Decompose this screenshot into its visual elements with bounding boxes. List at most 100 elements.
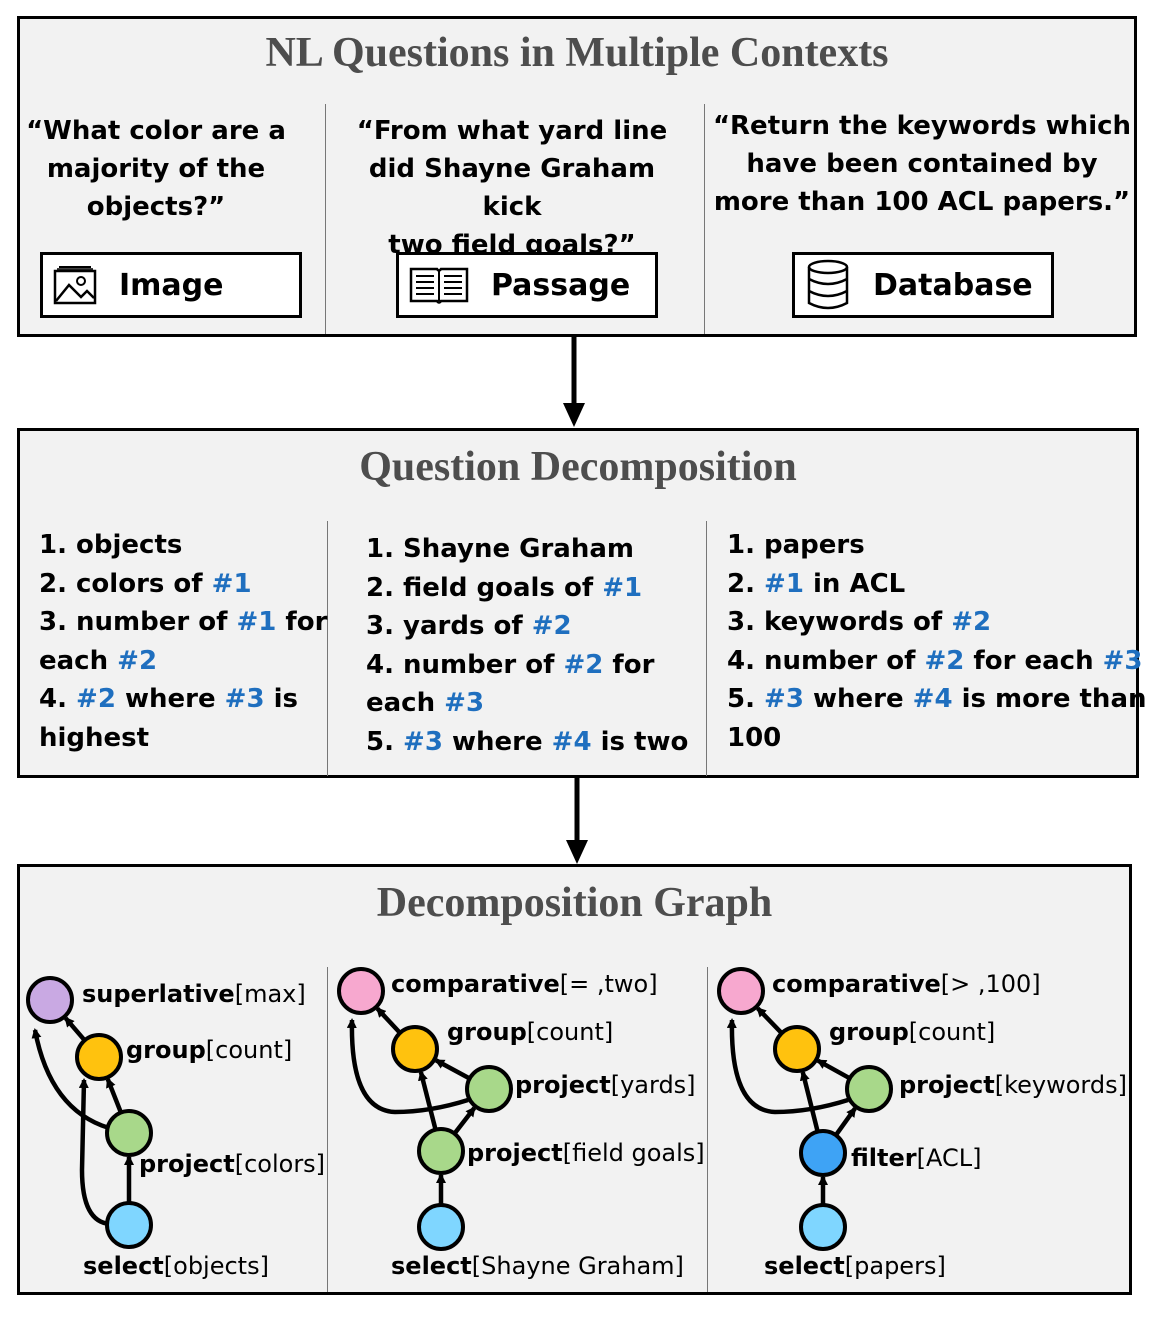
decomposition-step-line: 3. number of #1 for bbox=[39, 603, 327, 642]
node-argument: [= ,two] bbox=[560, 970, 658, 998]
decomposition-steps-passage: 1. Shayne Graham 2. field goals of #1 3. y… bbox=[366, 530, 688, 761]
graph-node-superlative bbox=[26, 976, 74, 1024]
graph-node-group bbox=[773, 1025, 821, 1073]
node-operator: project bbox=[139, 1150, 235, 1178]
node-operator: comparative bbox=[772, 970, 941, 998]
step-reference: #2 bbox=[951, 607, 992, 637]
step-reference: #1 bbox=[211, 568, 252, 599]
step-text: 2. colors of bbox=[39, 568, 212, 599]
step-text: each bbox=[366, 688, 445, 718]
graph-node-label: project[colors] bbox=[139, 1150, 325, 1178]
step-text: for bbox=[603, 649, 655, 680]
node-operator: select bbox=[764, 1252, 845, 1280]
step-reference: #4 bbox=[551, 726, 592, 757]
node-argument: [Shayne Graham] bbox=[472, 1252, 684, 1280]
node-operator: select bbox=[83, 1252, 164, 1280]
graph-node-label: group[count] bbox=[447, 1018, 613, 1046]
graph-node-project bbox=[465, 1065, 513, 1113]
context-passage: Passage bbox=[396, 252, 658, 318]
decomposition-step-line: 3. yards of #2 bbox=[366, 607, 688, 646]
step-reference: #3 bbox=[444, 688, 485, 718]
decomposition-step-line: each #2 bbox=[39, 642, 327, 681]
node-argument: [yards] bbox=[611, 1071, 696, 1099]
decomposition-step-line: 4. number of #2 for each #3 bbox=[727, 642, 1147, 681]
graph-node-label: comparative[> ,100] bbox=[772, 970, 1041, 998]
graph-edge bbox=[834, 1106, 857, 1137]
question-database: “Return the keywords which have been con… bbox=[712, 111, 1132, 217]
graph-node-comparative bbox=[717, 967, 765, 1015]
step-text: highest bbox=[39, 722, 150, 753]
graph-node-group bbox=[391, 1025, 439, 1073]
graph-edge bbox=[105, 1077, 124, 1114]
step-text: 100 bbox=[727, 722, 782, 753]
graph-node-label: superlative[max] bbox=[82, 980, 306, 1008]
node-operator: project bbox=[515, 1071, 611, 1099]
node-argument: [papers] bbox=[845, 1252, 946, 1280]
step-text: where bbox=[115, 684, 225, 714]
node-operator: project bbox=[899, 1071, 995, 1099]
step-text: 3. keywords of bbox=[727, 607, 952, 637]
node-argument: [ACL] bbox=[917, 1144, 982, 1172]
node-argument: [max] bbox=[235, 980, 306, 1008]
graph-node-group bbox=[75, 1033, 123, 1081]
step-text: is bbox=[264, 684, 298, 714]
graph-node-select bbox=[799, 1203, 847, 1251]
column-divider bbox=[327, 521, 328, 776]
graph-edge bbox=[452, 1106, 477, 1135]
context-label: Database bbox=[873, 267, 1033, 303]
step-reference: #2 bbox=[924, 645, 965, 676]
graph-node-project bbox=[845, 1065, 893, 1113]
decomposition-step-line: 3. keywords of #2 bbox=[727, 603, 1147, 642]
decomposition-step-line: each #3 bbox=[366, 684, 688, 723]
step-reference: #1 bbox=[602, 572, 643, 603]
decomposition-step-line: 4. #2 where #3 is bbox=[39, 680, 327, 719]
context-database: Database bbox=[792, 252, 1054, 318]
step-reference: #2 bbox=[531, 611, 572, 641]
step-text: for each bbox=[964, 645, 1103, 676]
flow-arrow bbox=[566, 776, 588, 864]
step-text: 3. number of bbox=[39, 607, 237, 637]
flow-arrow bbox=[563, 337, 585, 427]
context-image: Image bbox=[40, 252, 302, 318]
step-text: for bbox=[276, 607, 328, 637]
column-divider bbox=[327, 967, 328, 1292]
graph-node-label: comparative[= ,two] bbox=[391, 970, 658, 998]
node-argument: [colors] bbox=[235, 1150, 325, 1178]
graph-edge bbox=[418, 1070, 438, 1131]
graph-edge bbox=[816, 1058, 851, 1081]
graph-node-label: group[count] bbox=[126, 1036, 292, 1064]
step-text: 3. yards of bbox=[366, 611, 532, 641]
database-icon bbox=[807, 259, 849, 310]
step-reference: #3 bbox=[224, 684, 265, 714]
node-operator: group bbox=[126, 1036, 206, 1064]
question-image: “What color are a majority of the object… bbox=[26, 116, 286, 222]
node-operator: select bbox=[391, 1252, 472, 1280]
step-text: 1. Shayne Graham bbox=[366, 534, 634, 564]
graph-node-select bbox=[105, 1201, 153, 1249]
column-divider bbox=[706, 521, 707, 776]
step-text: is more than bbox=[952, 684, 1147, 714]
decomposition-step-line: 1. objects bbox=[39, 526, 327, 565]
step-text: 2. field goals of bbox=[366, 572, 603, 603]
node-argument: [count] bbox=[527, 1018, 613, 1046]
decomposition-step-line: 100 bbox=[727, 719, 1147, 758]
graph-edge bbox=[726, 1018, 849, 1115]
node-operator: filter bbox=[851, 1144, 917, 1172]
graph-node-label: select[objects] bbox=[83, 1252, 269, 1280]
step-text: where bbox=[442, 726, 552, 757]
node-operator: group bbox=[447, 1018, 527, 1046]
node-argument: [count] bbox=[206, 1036, 292, 1064]
node-argument: [count] bbox=[909, 1018, 995, 1046]
node-operator: group bbox=[829, 1018, 909, 1046]
node-argument: [> ,100] bbox=[941, 970, 1041, 998]
contexts-panel: NL Questions in Multiple Contexts “What … bbox=[17, 16, 1137, 337]
graph-node-project bbox=[105, 1109, 153, 1157]
graph-node-label: select[papers] bbox=[764, 1252, 946, 1280]
step-text: 5. bbox=[727, 684, 765, 714]
step-reference: #1 bbox=[764, 568, 804, 599]
graph-node-label: project[yards] bbox=[515, 1071, 696, 1099]
node-argument: [keywords] bbox=[995, 1071, 1127, 1099]
graph-node-label: group[count] bbox=[829, 1018, 995, 1046]
